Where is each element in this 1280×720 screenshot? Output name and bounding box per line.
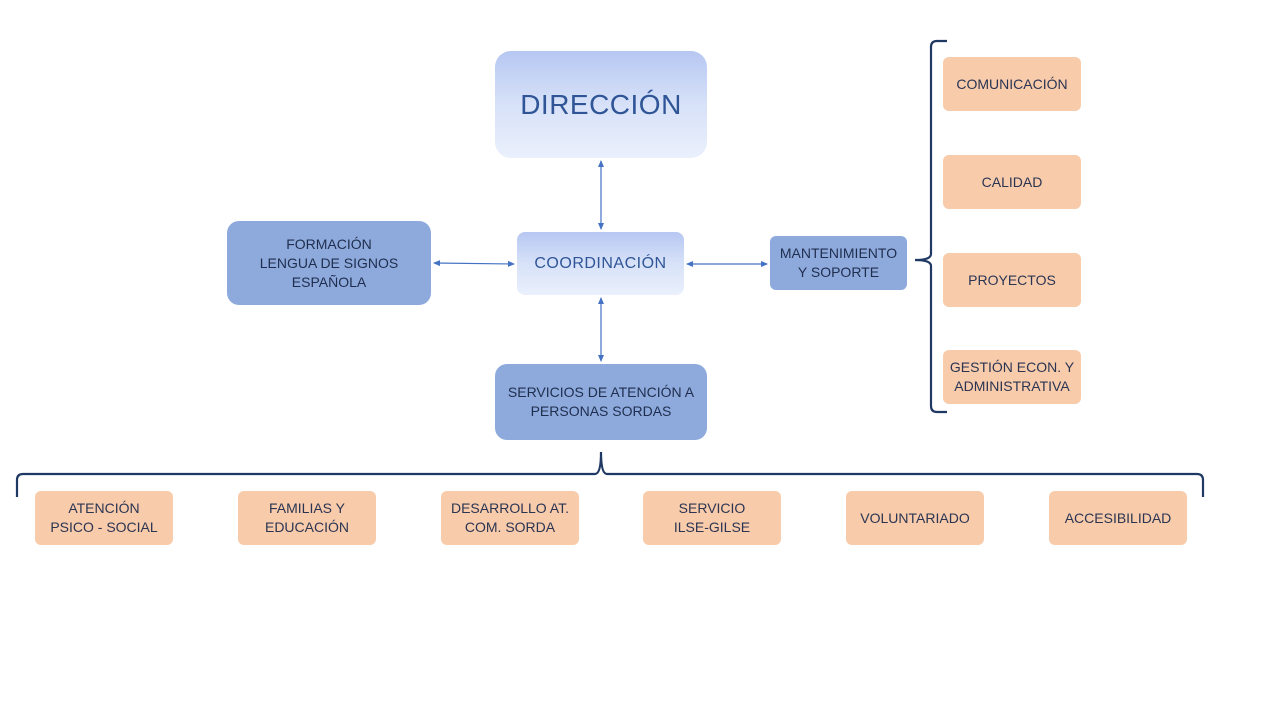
right-brace: [914, 39, 947, 414]
coordinacion-box: COORDINACIÓN: [517, 232, 684, 295]
service-area-ilse: SERVICIO ILSE-GILSE: [643, 491, 781, 545]
support-area-comunicacion: COMUNICACIÓN: [943, 57, 1081, 111]
service-area-voluntariado: VOLUNTARIADO: [846, 491, 984, 545]
service-area-atencion: ATENCIÓN PSICO - SOCIAL: [35, 491, 173, 545]
servicios-box: SERVICIOS DE ATENCIÓN A PERSONAS SORDAS: [495, 364, 707, 440]
service-area-accesibilidad: ACCESIBILIDAD: [1049, 491, 1187, 545]
support-area-proyectos: PROYECTOS: [943, 253, 1081, 307]
direccion-box: DIRECCIÓN: [495, 51, 707, 158]
mantenimiento-box: MANTENIMIENTO Y SOPORTE: [770, 236, 907, 290]
support-area-calidad: CALIDAD: [943, 155, 1081, 209]
service-area-desarrollo: DESARROLLO AT. COM. SORDA: [441, 491, 579, 545]
connector-formacion-coordinacion: [433, 260, 515, 267]
service-area-familias: FAMILIAS Y EDUCACIÓN: [238, 491, 376, 545]
support-area-gestion: GESTIÓN ECON. Y ADMINISTRATIVA: [943, 350, 1081, 404]
bottom-brace: [15, 451, 1205, 497]
formacion-box: FORMACIÓN LENGUA DE SIGNOS ESPAÑOLA: [227, 221, 431, 305]
